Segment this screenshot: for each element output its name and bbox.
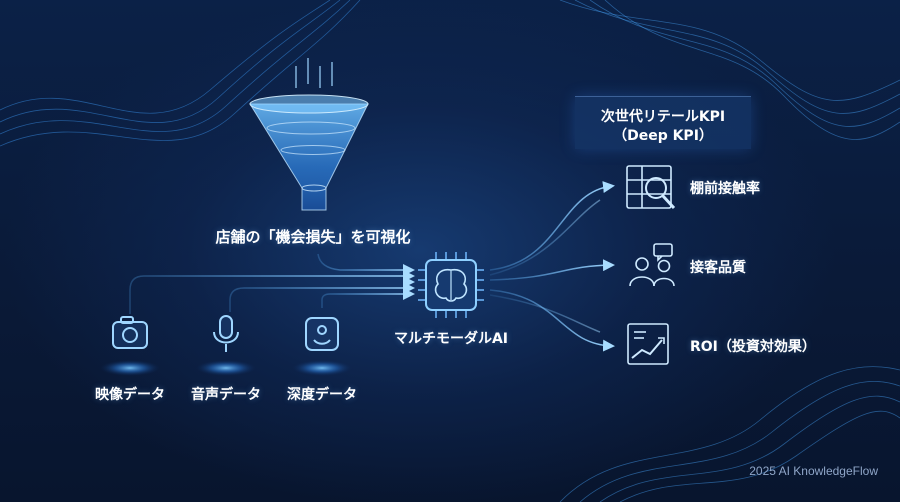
- input-label-video: 映像データ: [95, 387, 165, 403]
- input-label-depth: 深度データ: [287, 387, 357, 403]
- kpi-header-line2: （Deep KPI）: [613, 128, 713, 144]
- output-label-shelf-contact: 棚前接触率: [690, 181, 760, 197]
- camera-glow-pad: [100, 360, 160, 376]
- depth-glow-pad: [292, 360, 352, 376]
- roi-chart-icon: [627, 323, 669, 365]
- output-label-service-quality: 接客品質: [690, 260, 746, 276]
- ai-brain-chip-icon: [418, 252, 484, 318]
- output-flow-lines: [489, 181, 615, 352]
- shelf-analytics-icon: [626, 165, 676, 210]
- processor-label: マルチモーダルAI: [393, 331, 509, 347]
- customer-service-icon: [629, 243, 675, 287]
- wave-lines-top-left: [0, 0, 361, 147]
- funnel-icon: [249, 58, 369, 211]
- kpi-header-line1: 次世代リテールKPI: [600, 109, 726, 125]
- footer-credit: 2025 AI KnowledgeFlow: [749, 464, 878, 478]
- output-label-roi: ROI（投資対効果）: [690, 339, 816, 355]
- funnel-caption: 店舗の「機会損失」を可視化: [215, 228, 411, 246]
- wave-lines-top-right: [559, 0, 900, 140]
- input-flow-lines: [129, 253, 415, 314]
- microphone-glow-pad: [196, 360, 256, 376]
- camera-icon: [112, 316, 148, 349]
- depth-sensor-icon: [305, 317, 339, 351]
- input-label-audio: 音声データ: [191, 387, 261, 403]
- kpi-header-box: 次世代リテールKPI （Deep KPI）: [575, 96, 751, 149]
- wave-lines-bottom-right: [559, 366, 900, 502]
- microphone-icon: [213, 315, 239, 352]
